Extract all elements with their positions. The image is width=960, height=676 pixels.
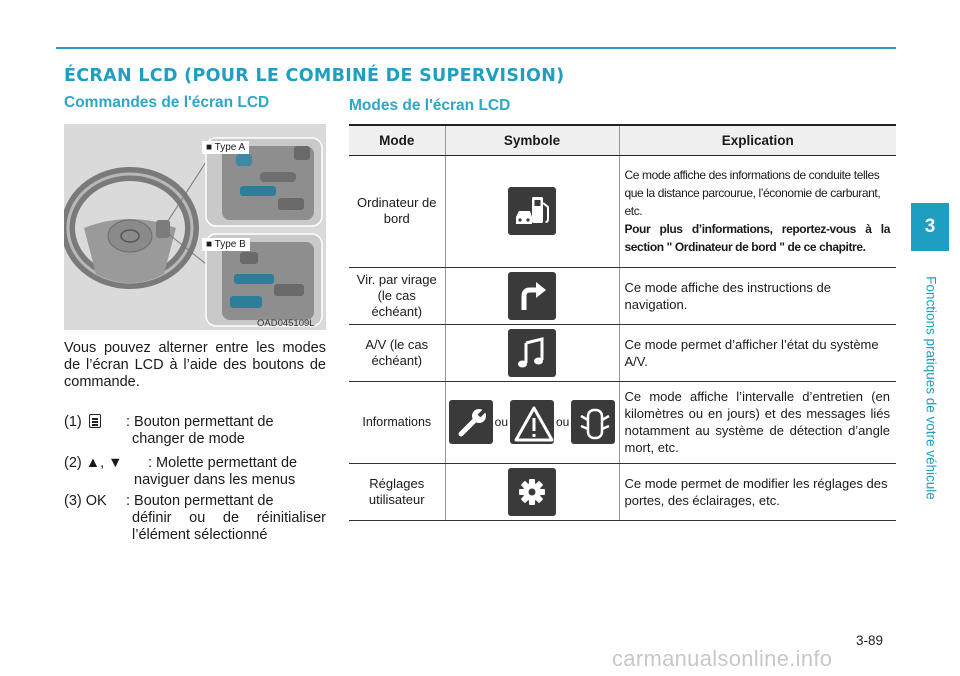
- control-key: (2) ▲, ▼: [64, 455, 123, 471]
- explanation-cell: Ce mode affiche des informations de cond…: [618, 155, 896, 268]
- page-title: ÉCRAN LCD (POUR LE COMBINÉ DE SUPERVISIO…: [64, 66, 565, 86]
- modes-table: Mode Symbole Explication Ordinateur de b…: [349, 124, 896, 521]
- col-header-mode: Mode: [349, 124, 445, 156]
- table-row: Vir. par virage (le cas échéant) Ce mode…: [349, 267, 896, 325]
- trip-computer-icon: [508, 187, 556, 235]
- turn-arrow-icon: [508, 271, 556, 320]
- mode-button-icon: [88, 414, 101, 428]
- steering-wheel-figure: ■ Type A ■ Type B: [64, 124, 326, 330]
- warning-triangle-icon: [510, 400, 554, 444]
- symbol-cell: ou ou: [444, 381, 619, 464]
- or-separator: ou: [494, 415, 508, 429]
- explanation-bold: Pour plus d’informations, reportez-vous …: [624, 222, 891, 254]
- figure-caption: OAD045109L: [257, 318, 315, 329]
- mode-cell: Vir. par virage (le cas échéant): [349, 267, 445, 325]
- chapter-label: Fonctions pratiques de votre véhicule: [923, 276, 939, 500]
- mode-cell: Ordinateur de bord: [349, 155, 445, 268]
- table-row: Réglages utilisateur Ce mo: [349, 463, 896, 521]
- table-header-row: Mode Symbole Explication: [349, 124, 896, 156]
- explanation-cell: Ce mode affiche l’intervalle d’entretien…: [618, 381, 896, 464]
- mode-cell: Informations: [349, 381, 445, 464]
- symbol-cell: [444, 463, 619, 521]
- type-a-label: ■ Type A: [202, 141, 250, 154]
- mode-cell: Réglages utilisateur: [349, 463, 445, 521]
- watermark: carmanualsonline.info: [612, 646, 833, 671]
- control-key: (3) OK: [64, 493, 107, 509]
- gear-icon: [508, 467, 556, 516]
- page-number: 3-89: [856, 633, 884, 648]
- table-row: Ordinateur de bord Ce mode affiche des i…: [349, 155, 896, 268]
- section-heading-controls: Commandes de l'écran LCD: [64, 94, 270, 111]
- type-b-label: ■ Type B: [202, 238, 250, 251]
- control-key: (1): [64, 414, 82, 430]
- or-separator: ou: [556, 415, 570, 429]
- explanation-cell: Ce mode permet de modifier les réglages …: [618, 463, 896, 521]
- mode-cell: A/V (le cas échéant): [349, 324, 445, 382]
- symbol-cell: [444, 155, 619, 268]
- wrench-icon: [448, 400, 493, 444]
- music-note-icon: [508, 328, 556, 377]
- intro-paragraph: Vous pouvez alterner entre les modes de …: [64, 340, 326, 390]
- explanation-cell: Ce mode affiche des instructions de navi…: [618, 267, 896, 325]
- col-header-symbol: Symbole: [444, 124, 619, 156]
- col-header-explanation: Explication: [618, 124, 896, 156]
- car-doors-icon: [571, 400, 616, 444]
- symbol-cell: [444, 267, 619, 325]
- symbol-cell: [444, 324, 619, 382]
- steering-wheel-illustration: [64, 124, 326, 330]
- top-rule: [56, 47, 896, 49]
- explanation-cell: Ce mode permet d’afficher l’état du syst…: [618, 324, 896, 382]
- table-row: A/V (le cas échéant) Ce mode permet d’af…: [349, 324, 896, 382]
- table-row: Informations ou ou: [349, 381, 896, 464]
- section-heading-modes: Modes de l'écran LCD: [349, 97, 511, 114]
- chapter-tab: 3: [911, 203, 949, 251]
